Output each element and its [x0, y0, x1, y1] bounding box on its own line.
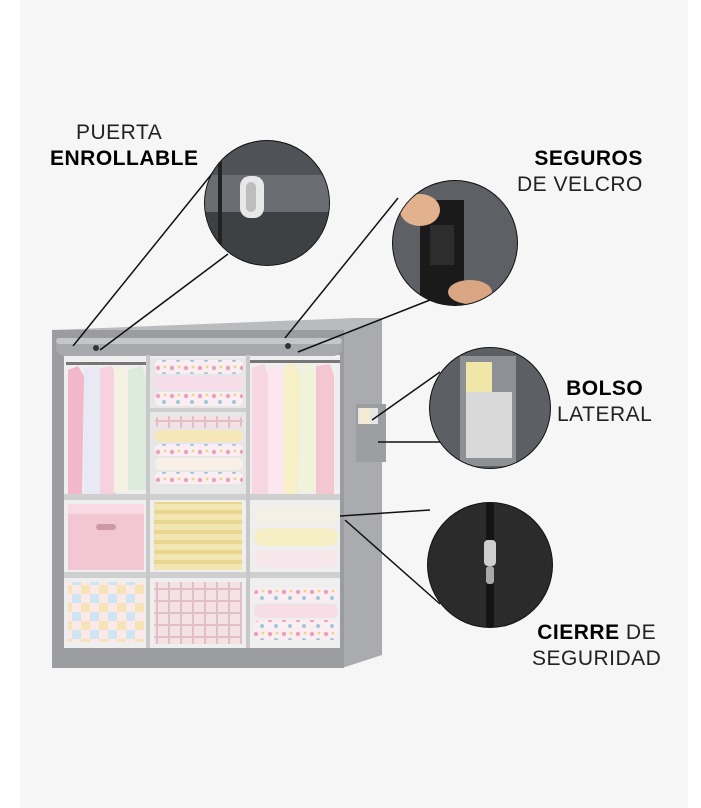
label-zipper-bold: CIERRE	[537, 621, 620, 644]
label-side-pocket-line1: BOLSO	[566, 377, 644, 400]
callout-roll-door	[204, 140, 330, 266]
hanging-clothes-right	[250, 360, 340, 494]
folded-stack-center	[150, 358, 246, 496]
label-zipper: CIERRE DE SEGURIDAD	[532, 620, 661, 672]
callout-zipper	[427, 502, 553, 628]
callout-lines	[72, 169, 445, 605]
label-zipper-rest: DE	[619, 621, 657, 644]
label-zipper-line2: SEGURIDAD	[532, 647, 662, 670]
callout-side-pocket	[429, 347, 551, 469]
label-side-pocket-line2: LATERAL	[557, 403, 653, 426]
side-cover	[342, 318, 382, 668]
wardrobe	[52, 318, 386, 668]
label-roll-door-line1: PUERTA	[76, 121, 163, 144]
hanging-clothes-left	[66, 362, 146, 496]
storage-boxes	[68, 502, 338, 644]
callout-velcro	[392, 180, 518, 306]
label-velcro-line1: SEGUROS	[534, 147, 643, 170]
label-roll-door: PUERTA ENROLLABLE	[50, 120, 199, 172]
label-velcro: SEGUROS DE VELCRO	[517, 146, 643, 198]
label-roll-door-line2: ENROLLABLE	[50, 147, 199, 170]
label-side-pocket: BOLSO LATERAL	[557, 376, 652, 428]
label-velcro-line2: DE VELCRO	[517, 173, 643, 196]
